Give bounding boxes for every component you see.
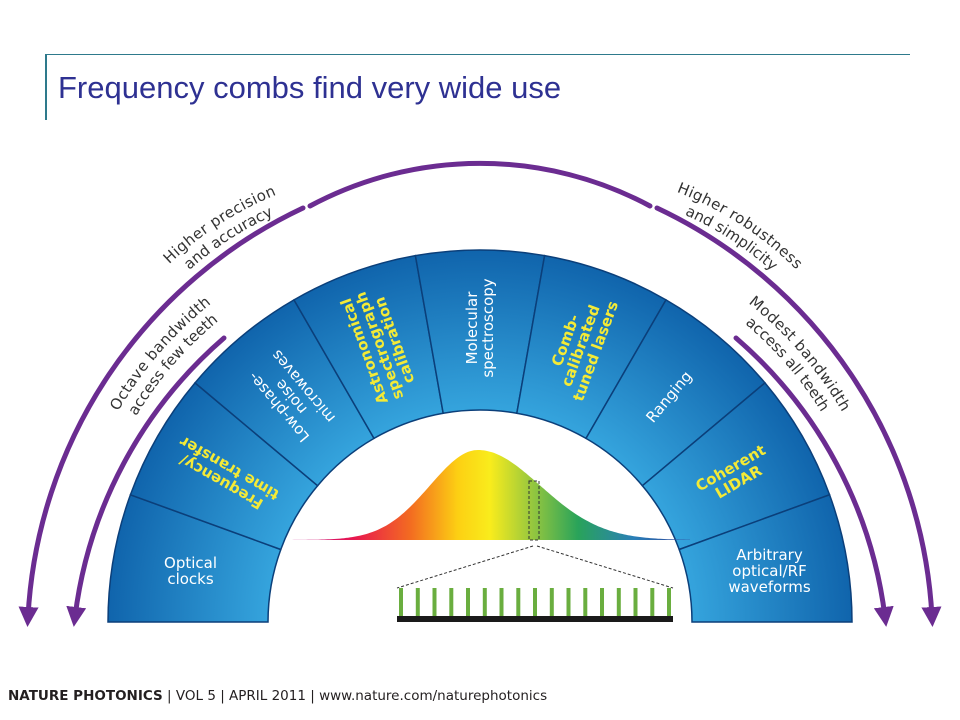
comb-tooth [667, 588, 671, 616]
arrows [18, 160, 942, 627]
slide-title: Frequency combs find very wide use [58, 70, 562, 105]
comb-tooth [432, 588, 437, 616]
segment-label-line: clocks [167, 570, 214, 588]
comb-tooth [499, 588, 504, 616]
segment-label-5: Molecularspectroscopy [463, 278, 497, 377]
segment-label-line: Optical [164, 554, 217, 572]
inner-arrow-left [66, 335, 227, 627]
comb-tooth [650, 588, 655, 616]
segment-label-line: optical/RF [732, 562, 806, 580]
footer-citation: NATURE PHOTONICS | VOL 5 | APRIL 2011 | … [8, 688, 547, 704]
comb-tooth [466, 588, 470, 616]
comb-tooth [633, 588, 638, 616]
outer-arrow-left [18, 205, 306, 627]
segment-label-line: Arbitrary [736, 546, 803, 564]
comb-baseline [397, 616, 673, 622]
comb-tooth [449, 588, 454, 616]
comb-tooth [482, 588, 487, 616]
segment-label-line: spectroscopy [479, 278, 497, 377]
comb-tooth [415, 588, 420, 616]
comb-tooth [533, 588, 537, 616]
outer-arrow-right [654, 205, 942, 627]
comb-tooth [549, 588, 554, 616]
comb-teeth [399, 588, 671, 616]
zoom-line-right [536, 545, 674, 589]
comb-tooth [600, 588, 604, 616]
optical-spectrum-curve [290, 450, 690, 540]
segment-9 [678, 493, 853, 623]
title-accent-bar [45, 54, 47, 120]
comb-zoom-indicator [396, 480, 674, 589]
footer-journal-name: NATURE PHOTONICS [8, 688, 163, 704]
zoom-box [528, 480, 540, 541]
zoom-line-left [396, 545, 534, 589]
title-rule [45, 54, 910, 55]
comb-tooth [566, 588, 571, 616]
segment-label-line: Molecular [463, 291, 481, 365]
comb-tooth [516, 588, 521, 616]
application-segments [107, 249, 853, 623]
inner-arrow-right [733, 335, 894, 627]
footer-issue-info: | VOL 5 | APRIL 2011 | www.nature.com/na… [162, 688, 548, 704]
comb-tooth [616, 588, 621, 616]
comb-tooth [583, 588, 588, 616]
segment-label-line: waveforms [728, 578, 811, 596]
top-arc-bridge [307, 160, 653, 209]
comb-tooth [399, 588, 403, 616]
